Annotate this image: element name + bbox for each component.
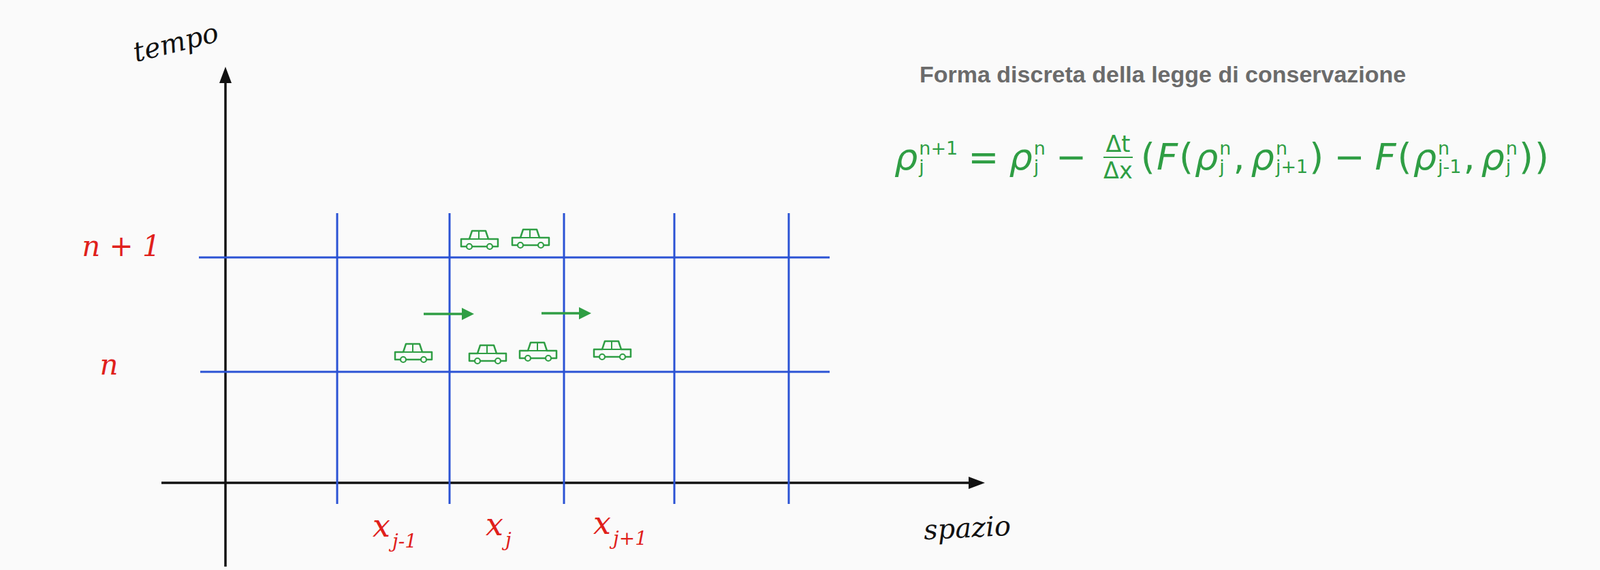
formula-symbol: ) (1534, 138, 1549, 176)
fraction-denominator: Δx (1103, 159, 1133, 182)
formula-term: ( (1140, 138, 1156, 176)
script-stack: nj+1 (1275, 138, 1308, 176)
time-step-label: n + 1 (81, 232, 161, 261)
script-stack: nj-1 (1437, 138, 1462, 176)
formula-symbol: , (1463, 138, 1475, 176)
script-stack: nj (1219, 138, 1231, 176)
formula-symbol: F (1156, 138, 1178, 176)
subscript: j (1219, 157, 1231, 176)
subscript: j-1 (1437, 157, 1462, 176)
flow-arrows (423, 307, 592, 321)
formula-term: ρnj (1481, 138, 1518, 176)
cell-label: x (593, 507, 611, 539)
car-icons (395, 229, 631, 364)
formula-symbol: F (1375, 138, 1397, 176)
formula-symbol: ρ (1413, 138, 1437, 176)
fraction-numerator: Δt (1105, 132, 1131, 156)
axis-label: spazio (922, 512, 1012, 545)
formula-term: ρnj (1194, 138, 1231, 176)
fraction-bar (1103, 156, 1133, 159)
formula-term: F (1375, 138, 1397, 176)
formula-symbol: ρ (1194, 138, 1218, 176)
formula-term: ρnj+1 (1251, 138, 1309, 176)
conservation-formula: ρn+1j=ρnj−ΔtΔx(F(ρnj,ρnj+1)−F(ρnj-1,ρnj)… (893, 132, 1550, 183)
axis-label: tempo (130, 18, 221, 67)
formula-term: , (1232, 138, 1245, 176)
formula-symbol: = (967, 138, 999, 176)
formula-symbol: ) (1309, 138, 1324, 176)
superscript: n+1 (918, 138, 958, 158)
formula-symbol: ρ (894, 138, 918, 176)
formula-term: ( (1179, 138, 1194, 176)
formula-symbol: ( (1140, 138, 1156, 176)
formula-symbol: − (1055, 138, 1087, 176)
superscript: n (1033, 138, 1046, 158)
subscript: j+1 (1275, 157, 1308, 176)
formula-term: ) (1309, 138, 1324, 176)
fraction: ΔtΔx (1103, 132, 1133, 183)
script-stack: n+1j (918, 138, 958, 176)
script-stack: nj (1033, 138, 1046, 176)
formula-term: F (1156, 138, 1178, 176)
formula-term: ρnj (1008, 138, 1045, 176)
subscript: j (1033, 157, 1046, 176)
subscript: j (1506, 157, 1518, 176)
formula-term: ( (1397, 138, 1413, 176)
formula-symbol: ) (1518, 138, 1534, 176)
cell-label: x (372, 510, 391, 542)
formula-term: − (1055, 138, 1087, 176)
formula-symbol: , (1232, 138, 1245, 176)
time-step-label: n (99, 350, 118, 380)
superscript: n (1275, 138, 1308, 158)
superscript: n (1506, 138, 1518, 158)
script-stack: nj (1506, 138, 1518, 176)
cell-index: j+1 (613, 529, 648, 549)
formula-term: ) (1518, 138, 1534, 176)
subscript: j (918, 157, 958, 176)
formula-term: ) (1534, 138, 1549, 176)
formula-symbol: ( (1179, 138, 1194, 176)
formula-symbol: ρ (1251, 138, 1275, 176)
slide-title: Forma discreta della legge di conservazi… (919, 61, 1406, 88)
formula-symbol: − (1333, 138, 1365, 176)
superscript: n (1219, 138, 1231, 158)
formula-term: ρn+1j (894, 138, 958, 176)
grid-lines (198, 213, 830, 505)
formula-term: ΔtΔx (1096, 132, 1140, 183)
formula-term: = (967, 138, 999, 176)
cell-index: j (505, 530, 512, 550)
formula-term: ρnj-1 (1413, 138, 1462, 176)
formula-term: − (1333, 138, 1365, 176)
formula-symbol: ρ (1008, 138, 1032, 176)
axes (161, 66, 985, 567)
cell-index: j-1 (392, 531, 417, 552)
formula-term: , (1463, 138, 1475, 176)
cell-label: x (485, 508, 504, 541)
formula-symbol: ρ (1481, 138, 1505, 176)
formula-symbol: ( (1397, 138, 1413, 176)
superscript: n (1437, 138, 1462, 158)
